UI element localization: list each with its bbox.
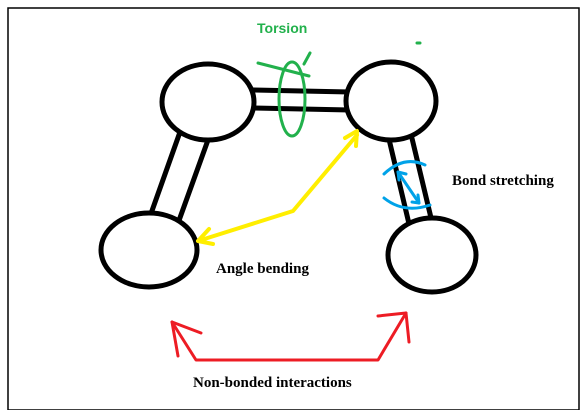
label-bond-stretching: Bond stretching — [452, 173, 554, 189]
label-non-bonded: Non-bonded interactions — [193, 375, 352, 391]
atom-top-right — [343, 59, 439, 143]
torsion-marker — [256, 41, 422, 138]
non-bonded-marker — [170, 311, 411, 362]
bond-right — [385, 127, 435, 231]
bond-left — [145, 129, 211, 229]
bond-stretch-marker — [382, 160, 432, 210]
frame-border — [7, 7, 580, 410]
atom-bottom-left — [98, 210, 200, 290]
label-torsion: Torsion — [257, 20, 308, 36]
atom-top-left — [159, 61, 257, 143]
bond-top — [250, 87, 353, 113]
angle-bending-marker — [196, 129, 359, 246]
label-angle-bending: Angle bending — [216, 261, 309, 277]
atom-bottom-right — [385, 215, 479, 295]
